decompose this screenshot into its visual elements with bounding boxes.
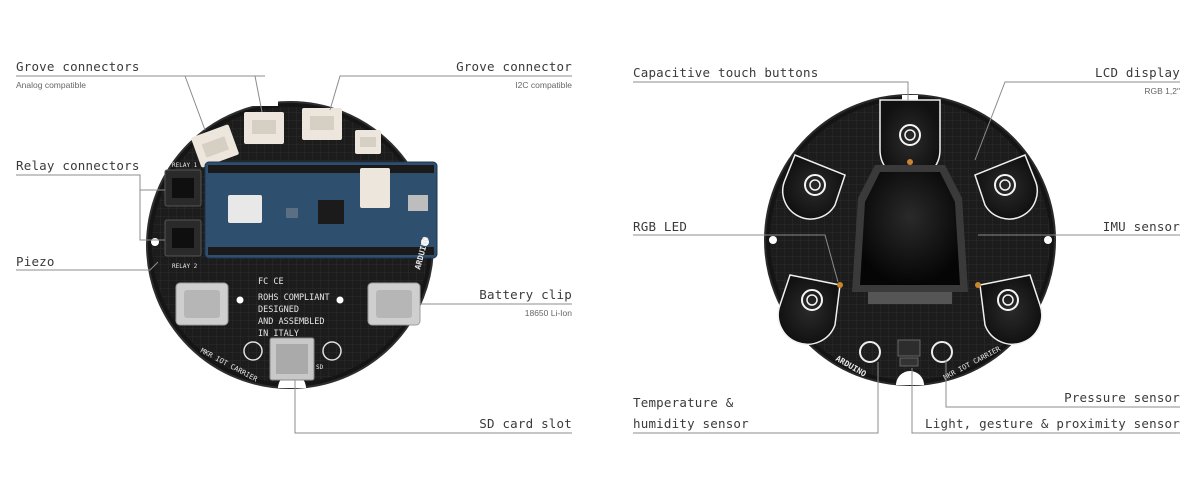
leader-pressure bbox=[945, 360, 1180, 408]
label-light-gesture-proximity: Light, gesture & proximity sensor bbox=[925, 416, 1180, 431]
leader-piezo bbox=[16, 261, 159, 271]
leader-sd bbox=[294, 380, 572, 434]
label-humidity-sensor: humidity sensor bbox=[633, 416, 749, 431]
pressure-sensor-chip bbox=[897, 339, 921, 357]
left-leader-lines bbox=[16, 75, 572, 434]
silk-italy: IN ITALY bbox=[258, 329, 299, 339]
leader-rgb-led bbox=[633, 234, 839, 283]
sd-card-slot bbox=[269, 337, 315, 381]
mkr-wifi-board bbox=[204, 161, 438, 259]
label-battery-clip: Battery clip bbox=[479, 287, 572, 302]
touch-pad-4 bbox=[979, 274, 1043, 346]
grove-connector-i2c bbox=[355, 130, 381, 154]
label-grove-connectors: Grove connectors bbox=[16, 59, 140, 74]
label-temperature: Temperature & bbox=[633, 395, 734, 410]
grove-connector-analog-3 bbox=[302, 108, 342, 140]
grove-connector-analog-2 bbox=[244, 112, 284, 144]
touch-pad-2 bbox=[974, 154, 1038, 220]
leader-relay-1 bbox=[16, 174, 165, 191]
rgb-led-0 bbox=[907, 159, 913, 165]
sublabel-grove-connectors: Analog compatible bbox=[16, 80, 86, 90]
silk-fcc: FC CE bbox=[258, 277, 284, 287]
label-relay-connectors: Relay connectors bbox=[16, 158, 140, 173]
label-imu-sensor: IMU sensor bbox=[1102, 219, 1180, 234]
relay-connectors bbox=[164, 169, 202, 257]
label-piezo: Piezo bbox=[16, 254, 55, 269]
silk-designed: DESIGNED bbox=[258, 305, 299, 315]
touch-pad-3 bbox=[777, 274, 841, 346]
label-grove-connector: Grove connector bbox=[456, 59, 572, 74]
label-pressure-sensor: Pressure sensor bbox=[1064, 390, 1180, 405]
silk-relay2: RELAY 2 bbox=[172, 263, 198, 270]
silk-assembled: AND ASSEMBLED bbox=[258, 317, 325, 327]
right-carrier-board: ARDUINO MKR IOT CARRIER bbox=[764, 94, 1056, 386]
leader-touch bbox=[633, 81, 909, 100]
leader-lcd bbox=[974, 81, 1180, 161]
leader-temp-humidity bbox=[633, 362, 879, 434]
leader-grove-i2c bbox=[329, 75, 572, 111]
grove-connector-analog-1 bbox=[191, 124, 239, 168]
sensor-pad-left bbox=[859, 341, 881, 363]
touch-pad-0 bbox=[879, 99, 941, 181]
sensor-pad-right bbox=[931, 341, 953, 363]
left-carrier-board: FC CE ROHS COMPLIANT DESIGNED AND ASSEMB… bbox=[146, 100, 438, 389]
label-capacitive-touch: Capacitive touch buttons bbox=[633, 65, 819, 80]
silk-rohs: ROHS COMPLIANT bbox=[258, 293, 330, 303]
lcd-display bbox=[852, 165, 968, 304]
label-lcd-display: LCD display bbox=[1095, 65, 1180, 80]
right-leader-lines bbox=[633, 81, 1180, 434]
battery-clip-right bbox=[367, 282, 421, 326]
battery-clip-left bbox=[175, 282, 229, 326]
label-sd-card-slot: SD card slot bbox=[479, 416, 572, 431]
silk-relay1: RELAY 1 bbox=[172, 162, 198, 169]
sublabel-battery-clip: 18650 Li-Ion bbox=[524, 308, 572, 318]
touch-pad-1 bbox=[782, 154, 846, 220]
rgb-led-1 bbox=[837, 282, 843, 288]
light-sensor-chip bbox=[899, 357, 919, 367]
silk-sd: SD bbox=[316, 364, 324, 371]
label-rgb-led: RGB LED bbox=[633, 219, 688, 234]
leader-light bbox=[911, 368, 1180, 434]
sublabel-lcd-display: RGB 1,2" bbox=[1144, 86, 1180, 96]
sublabel-grove-connector: I2C compatible bbox=[515, 80, 572, 90]
leader-relay-2 bbox=[139, 190, 165, 241]
rgb-led-2 bbox=[975, 282, 981, 288]
